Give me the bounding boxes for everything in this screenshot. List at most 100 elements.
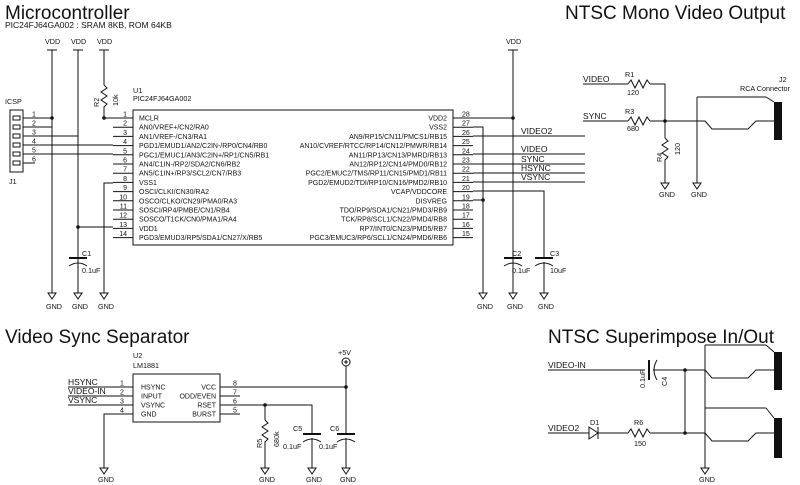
mcu-pin-number: 28 bbox=[462, 112, 470, 119]
mcu-pin-number: 16 bbox=[462, 222, 470, 229]
u2-pin-name: BURST bbox=[192, 412, 216, 419]
mcu-pin-number: 3 bbox=[123, 130, 127, 137]
r4-ref: R4 bbox=[655, 153, 664, 162]
net-video-out: VIDEO bbox=[583, 74, 610, 84]
mcu-pin-name: AN4/C1IN-/RP2/SDA2/CN6/RB2 bbox=[139, 162, 240, 169]
net-video2-sup: VIDEO2 bbox=[548, 423, 579, 433]
icsp-pin-marker bbox=[12, 160, 21, 166]
r6-value: 150 bbox=[634, 439, 646, 448]
u2-pin-number: 5 bbox=[233, 408, 237, 415]
u2-ref: U2 bbox=[133, 351, 142, 360]
u2-pin-name: HSYNC bbox=[141, 385, 166, 392]
mcu-pin-number: 17 bbox=[462, 213, 470, 220]
icsp-ref: J1 bbox=[9, 177, 17, 186]
vdd-label-2: VDD bbox=[71, 37, 86, 46]
u2-pin-number: 2 bbox=[120, 390, 124, 397]
c3-value: 10uF bbox=[550, 266, 567, 275]
mcu-pin-number: 19 bbox=[462, 194, 470, 201]
icsp-label: ICSP bbox=[5, 97, 22, 106]
j2-value: RCA Connector bbox=[740, 84, 791, 93]
gnd-label-5: GND bbox=[507, 302, 523, 311]
u2-pin-name: VSYNC bbox=[141, 403, 165, 410]
mcu-pin-number: 23 bbox=[462, 158, 470, 165]
net-video-mcu: VIDEO bbox=[521, 144, 548, 154]
vdd-label-1: VDD bbox=[45, 37, 60, 46]
r2-value: 10k bbox=[111, 94, 120, 106]
vdd-label-4: VDD bbox=[506, 37, 521, 46]
gnd-label-7: GND bbox=[659, 190, 675, 199]
d1-ref: D1 bbox=[590, 418, 599, 427]
superimpose-title: NTSC Superimpose In/Out bbox=[548, 327, 775, 348]
mcu-pin-number: 8 bbox=[123, 176, 127, 183]
mcu-pin-name: AN11/RP13/CN13/PMRD/RB13 bbox=[349, 152, 447, 159]
u2-pin-name: GND bbox=[141, 412, 157, 419]
gnd-label-12: GND bbox=[340, 475, 356, 484]
icsp-pin-number: 3 bbox=[32, 130, 36, 137]
mcu-pin-name: VCAP/VDDCORE bbox=[391, 189, 447, 196]
icsp-pin-number: 5 bbox=[32, 148, 36, 155]
mcu-pin-name: VDD2 bbox=[428, 116, 447, 123]
u2-pin-name: ODD/EVEN bbox=[179, 394, 216, 401]
mcu-pin-number: 26 bbox=[462, 130, 470, 137]
mcu-pin-number: 9 bbox=[123, 185, 127, 192]
icsp-pin-marker bbox=[12, 133, 21, 139]
mcu-pin-number: 5 bbox=[123, 148, 127, 155]
mcu-u1: U1 PIC24FJ64GA002 1MCLR2AN0/VREF+/CN2/RA… bbox=[113, 86, 473, 246]
mcu-pin-number: 13 bbox=[119, 222, 127, 229]
u2-pin-name: RSET bbox=[197, 403, 216, 410]
icsp-pin-marker bbox=[12, 142, 21, 148]
mcu-pin-name: TDO/RP9/SDA1/CN21/PMD3/RB9 bbox=[340, 208, 447, 215]
net-video-in-sup: VIDEO-IN bbox=[548, 360, 586, 370]
r5-ref: R5 bbox=[255, 439, 264, 448]
mcu-pin-name: PGC2/EMUC2/TMS/RP11/CN15/PMD1/RB11 bbox=[306, 171, 447, 178]
resistor-r2: R2 10k bbox=[92, 84, 120, 110]
right-grounds: GND GND GND bbox=[477, 289, 554, 311]
mcu-pin-number: 7 bbox=[123, 167, 127, 174]
icsp-pin-marker bbox=[12, 115, 21, 121]
gnd-label-8: GND bbox=[691, 190, 707, 199]
left-grounds: GND GND GND bbox=[46, 289, 114, 311]
mcu-right-pins: 28VDD227VSS226AN9/RP15/CN11/PMCS1/RB1525… bbox=[300, 112, 473, 242]
icsp-pin-number: 6 bbox=[32, 157, 36, 164]
u2-pin-number: 8 bbox=[233, 381, 237, 388]
gnd-label-4: GND bbox=[477, 302, 493, 311]
mcu-ref: U1 bbox=[133, 86, 142, 95]
c1-ref: C1 bbox=[82, 249, 91, 258]
gnd-label-11: GND bbox=[306, 475, 322, 484]
mcu-pin-number: 14 bbox=[119, 231, 127, 238]
gnd-label-2: GND bbox=[72, 302, 88, 311]
mcu-pin-name: AN12/RP12/CN14/PMD0/RB12 bbox=[349, 162, 447, 169]
mcu-pin-number: 27 bbox=[462, 121, 470, 128]
ntsc-mono-title: NTSC Mono Video Output bbox=[565, 3, 786, 24]
mcu-pin-number: 18 bbox=[462, 204, 470, 211]
gnd-label-10: GND bbox=[259, 475, 275, 484]
c4-value: 0.1uF bbox=[638, 369, 647, 388]
mcu-part: PIC24FJ64GA002 bbox=[133, 94, 191, 103]
mcu-pin-number: 15 bbox=[462, 231, 470, 238]
r6-ref: R6 bbox=[634, 418, 643, 427]
gnd-label-6: GND bbox=[538, 302, 554, 311]
mcu-pin-name: SOSCO/T1CK/CN0/PMA1/RA4 bbox=[139, 217, 237, 224]
mcu-pin-name: PGC1/EMUC1/AN3/C2IN+/RP1/CN5/RB1 bbox=[139, 152, 269, 159]
mcu-body bbox=[132, 109, 454, 246]
c4-ref: C4 bbox=[660, 377, 669, 386]
net-vsync-sep: VSYNC bbox=[68, 395, 97, 405]
mcu-pin-name: AN1/VREF-/CN3/RA1 bbox=[139, 134, 207, 141]
mcu-pin-name: DISVREG bbox=[415, 198, 447, 205]
mcu-pin-name: VDD1 bbox=[139, 226, 158, 233]
u2-pin-name: INPUT bbox=[141, 394, 163, 401]
ntsc-mono-output: VIDEO SYNC R1 120 R3 680 R4 120 GND GND … bbox=[583, 70, 791, 199]
net-sync-mcu: SYNC bbox=[521, 154, 545, 164]
mcu-pin-number: 1 bbox=[123, 112, 127, 119]
u2-pin-number: 7 bbox=[233, 390, 237, 397]
icsp-pin-marker bbox=[12, 151, 21, 157]
mcu-pin-number: 11 bbox=[120, 204, 127, 211]
u2-body bbox=[132, 373, 221, 423]
mcu-pin-name: AN9/RP15/CN11/PMCS1/RB15 bbox=[349, 134, 447, 141]
c5-value: 0.1uF bbox=[283, 442, 302, 451]
gnd-label-3: GND bbox=[98, 302, 114, 311]
vdd-symbols: VDD VDD VDD VDD bbox=[45, 37, 521, 51]
sync-separator-title: Video Sync Separator bbox=[5, 327, 190, 348]
